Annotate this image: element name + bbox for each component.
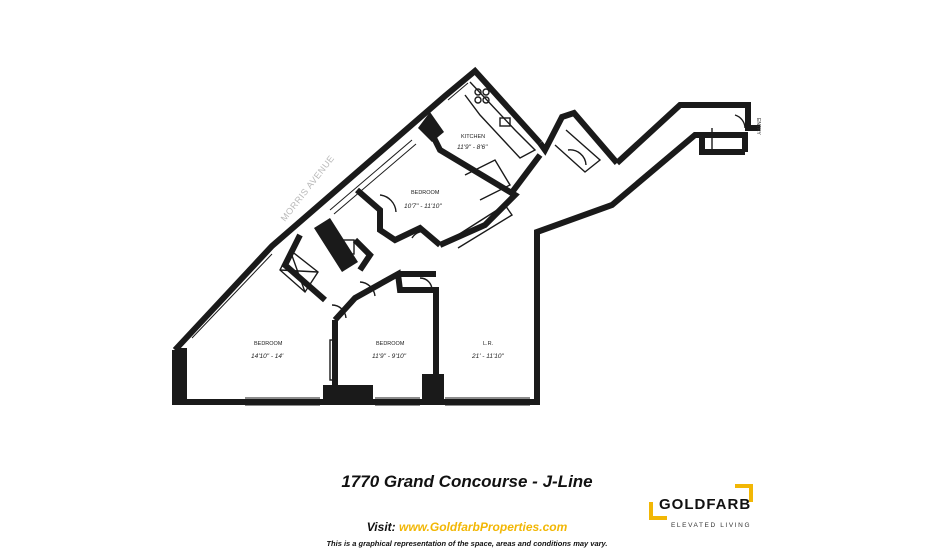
bedroom-2-dimensions: 14'10" - 14' [251, 353, 284, 360]
columns [175, 112, 444, 403]
kitchen-label: KITCHEN [461, 134, 485, 140]
logo-bracket-icon [649, 502, 667, 520]
goldfarb-logo: GOLDFARB ELEVATED LIVING [649, 484, 753, 529]
bedroom-3-label: BEDROOM [376, 341, 405, 347]
bedroom-2-label: BEDROOM [254, 341, 283, 347]
logo-bracket-icon [735, 484, 753, 502]
fixtures [279, 81, 746, 381]
property-title: 1770 Grand Concourse - J-Line [341, 472, 593, 491]
living-room-dimensions: 21' - 11'10" [471, 353, 504, 360]
visit-label: Visit: [366, 520, 399, 534]
kitchen-dimensions: 11'9" - 8'6" [457, 144, 488, 151]
floor-plan: MORRIS AVENUE ENTRY KITCHEN 11'9" - 8'6"… [172, 66, 761, 406]
visit-line: Visit: www.GoldfarbProperties.com [0, 520, 934, 534]
bedroom-1-dimensions: 10'7" - 11'10" [404, 203, 442, 210]
bedroom-3-dimensions: 11'9" - 9'10" [372, 353, 407, 360]
logo-name: GOLDFARB [659, 496, 752, 513]
living-room-label: L.R. [483, 341, 494, 347]
website-link[interactable]: www.GoldfarbProperties.com [398, 520, 568, 534]
windows [187, 78, 530, 406]
bedroom-1-label: BEDROOM [411, 190, 440, 196]
disclaimer: This is a graphical representation of th… [326, 539, 608, 548]
logo-tagline: ELEVATED LIVING [671, 522, 752, 529]
entry-label: ENTRY [755, 118, 761, 136]
interior-walls [281, 128, 543, 385]
